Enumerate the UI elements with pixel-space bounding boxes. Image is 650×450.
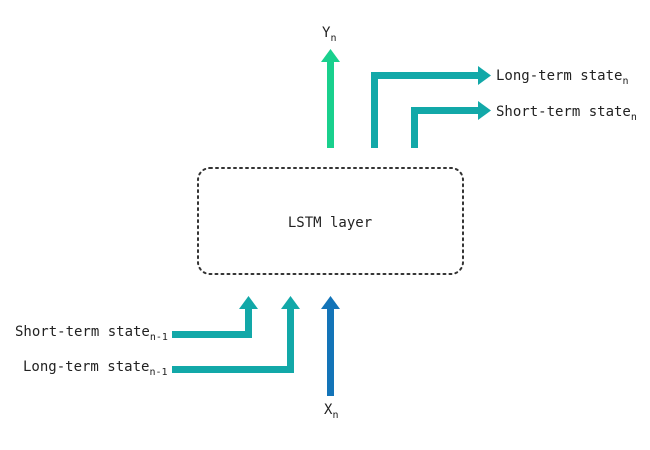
input-short-term-label: Short-term staten-1 <box>15 324 168 343</box>
output-long-term-label: Long-term staten <box>496 68 628 87</box>
output-long-term-arrow <box>371 66 491 148</box>
lstm-layer-label: LSTM layer <box>288 215 372 231</box>
input-x-arrow <box>321 296 340 396</box>
input-short-term-arrow <box>172 296 258 338</box>
input-x-label: Xn <box>324 402 338 421</box>
input-long-term-label: Long-term staten-1 <box>23 359 168 378</box>
output-y-arrow <box>321 49 340 148</box>
lstm-layer-box <box>197 167 464 275</box>
output-y-label: Yn <box>322 25 336 44</box>
output-short-term-label: Short-term staten <box>496 104 637 123</box>
output-short-term-arrow <box>411 101 491 148</box>
input-long-term-arrow <box>172 296 300 373</box>
